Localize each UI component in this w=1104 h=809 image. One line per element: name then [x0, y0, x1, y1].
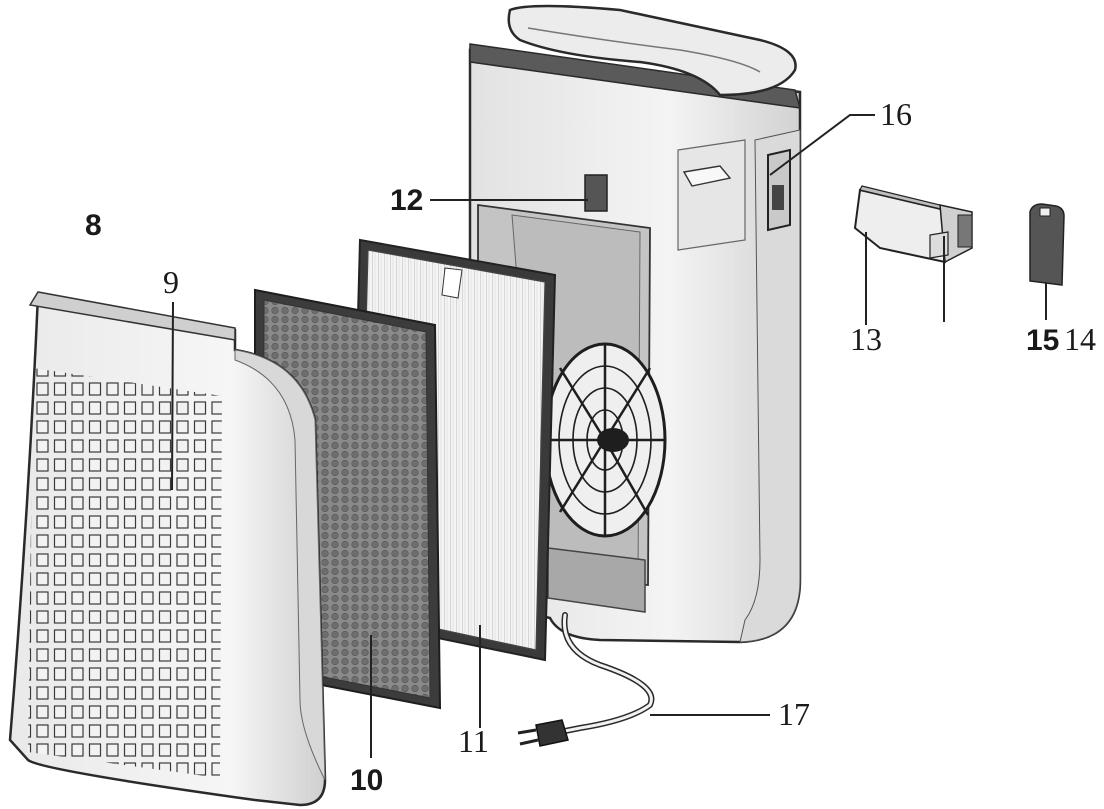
sensor-window	[584, 174, 608, 212]
body-side-face	[739, 129, 801, 643]
filter-tab	[441, 267, 463, 299]
part-labels: 8 9 10 11 12 13 15 14 16 17	[85, 96, 1096, 797]
handle-inner	[527, 27, 761, 73]
cover-side-edge	[234, 349, 326, 781]
cover-grille	[28, 368, 222, 778]
fan-assembly	[543, 342, 667, 538]
label-11: 11	[458, 723, 489, 759]
power-cord	[517, 612, 655, 747]
leader-lines	[171, 114, 1047, 758]
front-cover	[8, 291, 327, 807]
label-12: 12	[390, 184, 423, 217]
cover-top-lip	[28, 291, 236, 341]
label-15: 15	[1026, 324, 1059, 357]
control-module	[853, 185, 973, 264]
side-port-hole	[772, 185, 784, 210]
label-17: 17	[778, 696, 810, 732]
label-9: 9	[163, 264, 179, 300]
label-10: 10	[350, 764, 383, 797]
upper-slot-clip	[682, 165, 732, 187]
label-16: 16	[880, 96, 912, 132]
plug	[535, 719, 569, 747]
top-handle	[507, 4, 797, 97]
label-8: 8	[85, 209, 102, 242]
filter-cap	[1029, 203, 1065, 286]
leader-9	[171, 301, 174, 491]
leader-16	[769, 114, 875, 176]
label-14: 14	[1064, 321, 1096, 357]
label-13: 13	[850, 321, 882, 357]
upper-slot	[677, 139, 746, 251]
